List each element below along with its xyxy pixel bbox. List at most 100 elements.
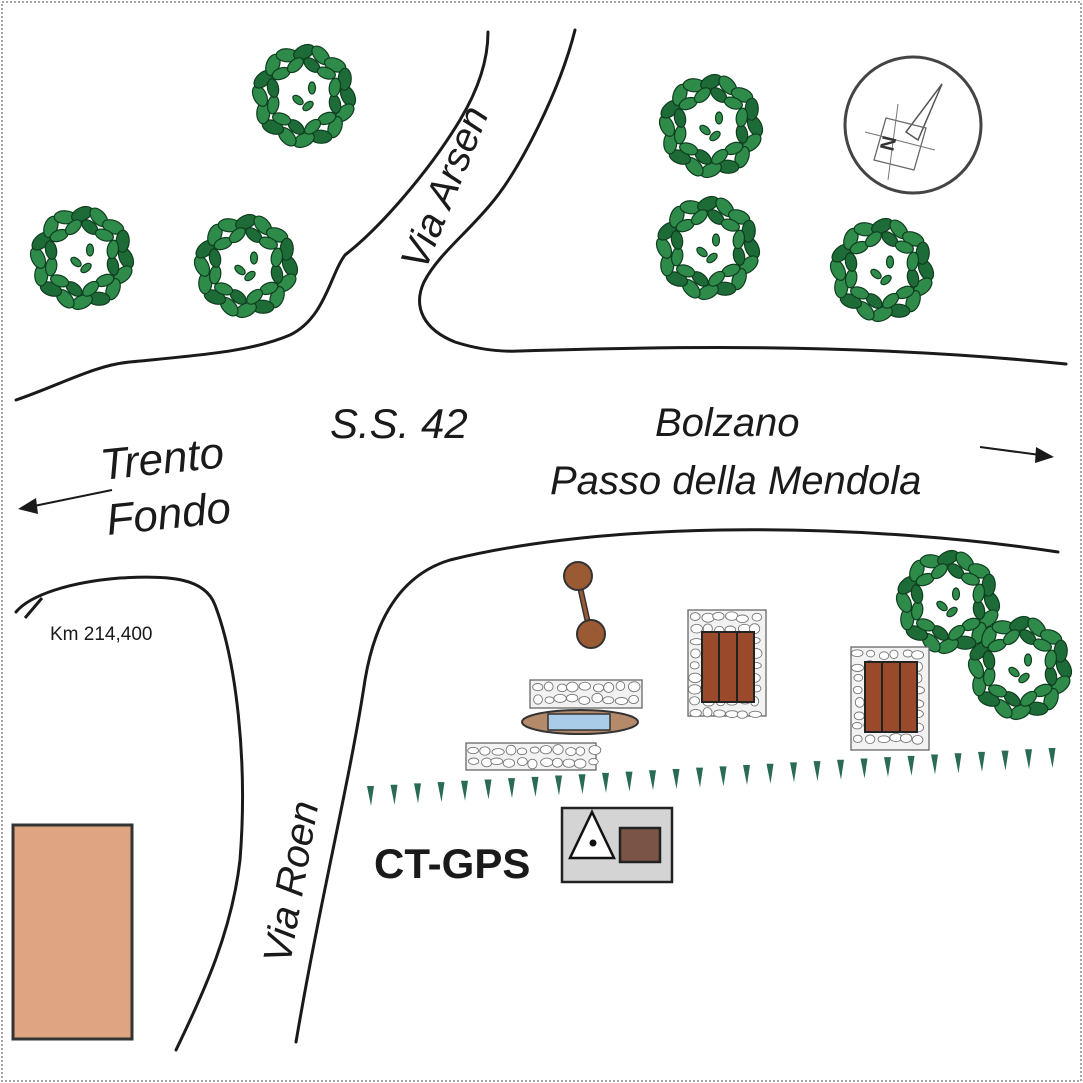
stone [899, 733, 913, 743]
tree-leaf [972, 583, 986, 604]
road-edge-west-south [14, 575, 244, 1052]
tree-leaf [720, 218, 740, 232]
stone [603, 682, 615, 693]
tree-leaf [679, 142, 699, 156]
stone-wall-lower [465, 742, 602, 771]
tree-icon [251, 43, 357, 149]
grass-tuft [790, 762, 797, 783]
stone [614, 697, 629, 705]
stone-wall-upper [529, 679, 643, 709]
tree-leaf [244, 270, 256, 282]
tree-leaf [946, 606, 958, 618]
tree-leaf [676, 264, 696, 278]
stone [713, 709, 726, 718]
stone [854, 696, 865, 708]
tree-leaf [70, 256, 82, 268]
label-station: CT-GPS [374, 840, 530, 887]
tree-leaf [916, 618, 936, 632]
arrow-west [18, 489, 113, 514]
grass-tuft [484, 779, 492, 800]
tree-leaf [234, 264, 246, 276]
stone [878, 651, 890, 661]
tree-leaf [94, 228, 114, 242]
road-edge-south [294, 528, 1060, 1044]
tree-leaf [64, 219, 82, 236]
grass-line [367, 748, 1056, 806]
tree-leaf [936, 600, 948, 612]
tree-leaf [292, 94, 304, 106]
stone [532, 683, 544, 692]
stone [866, 649, 876, 658]
stone [615, 681, 626, 691]
tree-leaf [690, 209, 708, 226]
tree-leaf [286, 57, 304, 74]
stone [701, 612, 715, 623]
tree-leaf [706, 252, 718, 264]
tree-leaf [85, 243, 95, 257]
stone [517, 757, 528, 767]
stone [853, 711, 865, 721]
stone [591, 692, 603, 704]
tree-leaf [307, 81, 317, 95]
tree-icon [658, 73, 764, 179]
tree-leaf [1044, 649, 1058, 670]
km-marker-tick [23, 597, 44, 619]
grass-tuft [1025, 749, 1032, 770]
stone [566, 693, 579, 703]
tree-leaf [1002, 629, 1020, 646]
stone [851, 663, 864, 672]
tree-leaf [270, 247, 284, 268]
water-trough [521, 709, 639, 735]
stone [481, 757, 493, 768]
tree-icon [193, 213, 299, 319]
tree-leaf [228, 227, 246, 244]
stone [527, 758, 538, 770]
stone [712, 611, 725, 621]
stone [479, 746, 491, 756]
trees [29, 43, 1073, 721]
label-road-south: Via Roen [256, 798, 328, 967]
label-km-marker: Km 214,400 [50, 624, 152, 645]
stone [689, 696, 701, 706]
stone [565, 747, 577, 757]
stone [467, 746, 479, 755]
stone [689, 661, 700, 670]
grass-tuft [602, 772, 609, 793]
tree-leaf [106, 239, 120, 260]
tree-icon [829, 217, 935, 323]
grass-tuft [884, 757, 891, 778]
stone [491, 748, 505, 756]
stone [902, 649, 913, 658]
gps-station-icon [560, 806, 674, 884]
stone [889, 649, 899, 659]
stone [556, 683, 568, 693]
building [11, 823, 134, 1041]
tree-leaf [249, 251, 259, 265]
tree-leaf [673, 108, 687, 128]
grass-tuft [437, 782, 445, 803]
tree-leaf [735, 107, 749, 128]
roads [14, 28, 1068, 1052]
stone [748, 710, 762, 718]
tree-leaf [246, 288, 264, 305]
grass-tuft [766, 763, 774, 784]
stone [911, 650, 925, 660]
tree-leaf [844, 252, 858, 272]
grass-tuft [461, 780, 468, 801]
stone [539, 745, 553, 755]
tree-leaf [214, 282, 234, 296]
grass-tuft [813, 761, 821, 782]
tree-leaf [885, 255, 895, 269]
stone [689, 612, 701, 621]
tree-leaf [304, 118, 322, 135]
stone [566, 681, 579, 693]
tree-leaf [266, 78, 280, 98]
stone [864, 734, 876, 745]
tree-leaf [948, 624, 966, 641]
stone [553, 693, 567, 703]
grass-tuft [954, 753, 962, 774]
tree-leaf [1020, 690, 1038, 707]
stone [544, 696, 555, 704]
tree-leaf [708, 270, 726, 287]
tree-leaf [1018, 672, 1030, 684]
